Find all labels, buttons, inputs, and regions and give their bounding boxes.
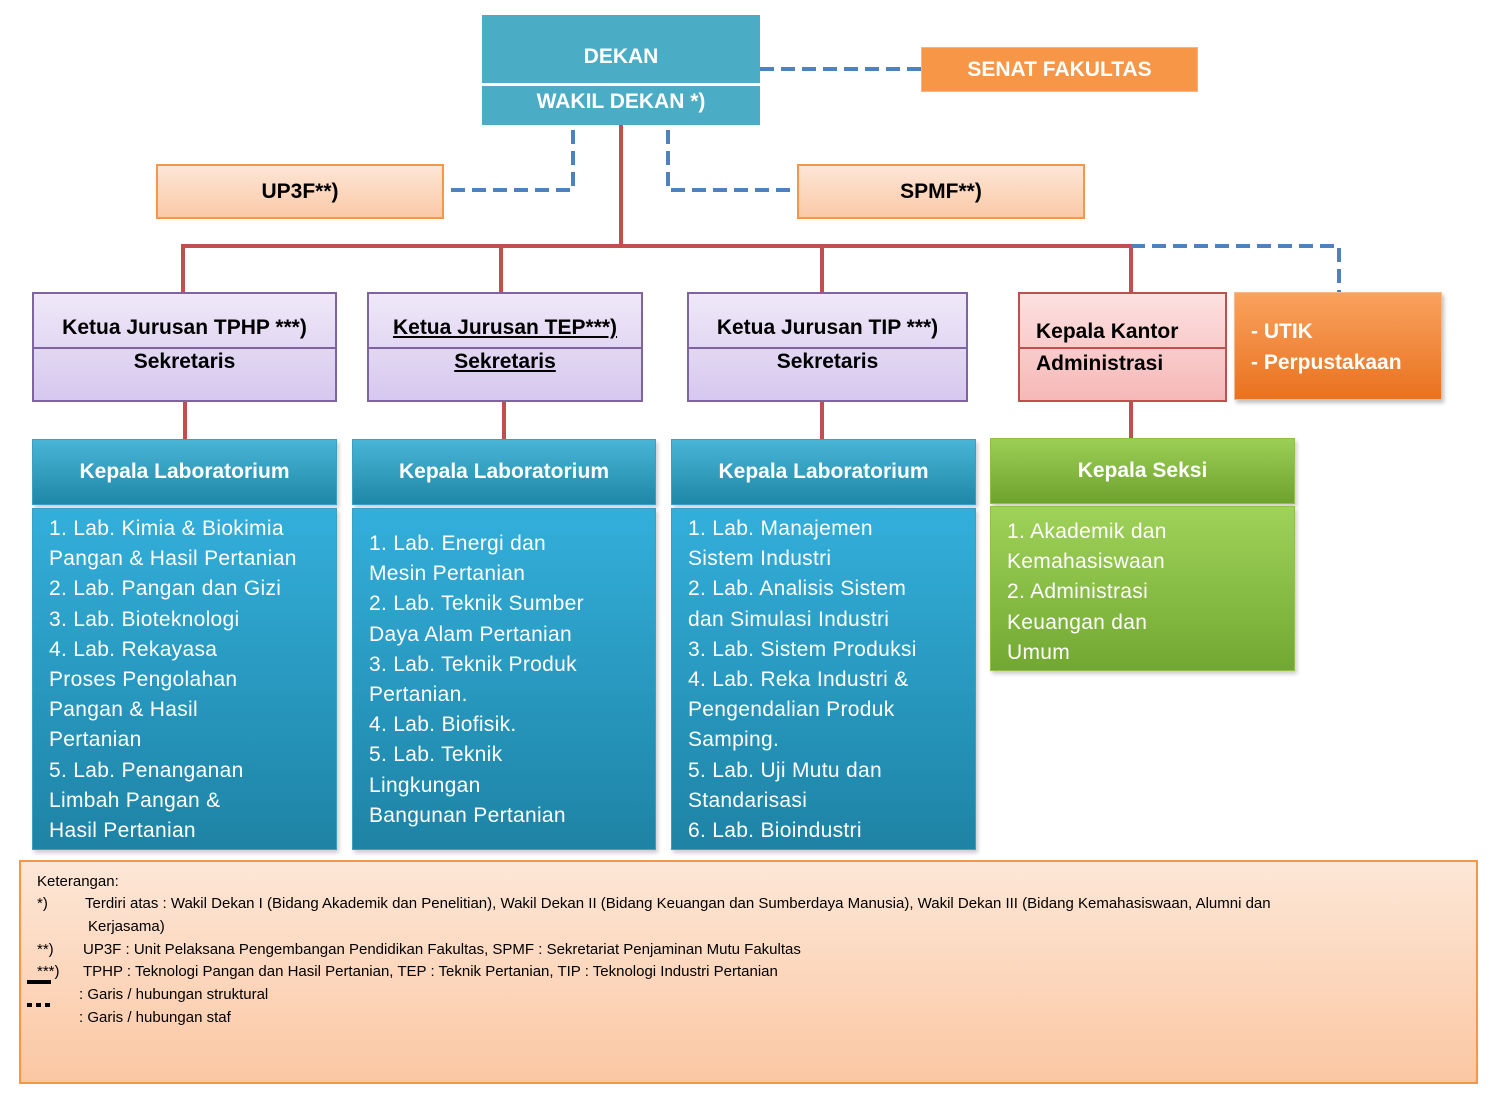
staff-lines: [444, 67, 1341, 292]
legend-line-samples: [27, 980, 51, 1007]
lab-items: 1. Lab. Manajemen Sistem Industri 2. Lab…: [688, 517, 917, 843]
kantor-line2: Administrasi: [1036, 352, 1164, 375]
jurusan-sub: Sekretaris: [776, 350, 879, 373]
jurusan-tphp-box: Ketua Jurusan TPHP ***) Sekretaris: [32, 292, 337, 402]
legend-marker-3: ***): [37, 963, 60, 980]
kantor-line1: Kepala Kantor: [1036, 320, 1179, 343]
wakil-dekan-label: WAKIL DEKAN *): [536, 90, 706, 113]
legend-text-5: : Garis / hubungan staf: [79, 1009, 231, 1026]
legend-text-1b: Kerjasama): [88, 918, 165, 935]
seksi-items: 1. Akademik dan Kemahasiswaan 2. Adminis…: [1007, 520, 1167, 664]
kepala-seksi-head: Kepala Seksi: [990, 438, 1295, 504]
legend-marker-1: *): [37, 895, 48, 912]
jurusan-title: Ketua Jurusan TPHP ***): [62, 316, 307, 339]
jurusan-sub: Sekretaris: [454, 350, 556, 373]
jurusan-divider: [34, 347, 335, 349]
spmf-box: SPMF**): [797, 164, 1085, 219]
lab-head-tip: Kepala Laboratorium: [671, 439, 976, 505]
up3f-box: UP3F**): [156, 164, 444, 219]
utik-perpustakaan-box: - UTIK - Perpustakaan: [1234, 292, 1442, 400]
legend-text-4: : Garis / hubungan struktural: [79, 986, 269, 1003]
legend-text-3: TPHP : Teknologi Pangan dan Hasil Pertan…: [83, 963, 778, 980]
dekan-box: DEKAN WAKIL DEKAN *): [482, 15, 760, 125]
kantor-divider: [1020, 347, 1225, 349]
legend-marker-2: **): [37, 941, 54, 958]
jurusan-sub: Sekretaris: [133, 350, 236, 373]
lab-head-tphp: Kepala Laboratorium: [32, 439, 337, 505]
jurusan-tip-box: Ketua Jurusan TIP ***) Sekretaris: [687, 292, 968, 402]
lab-items: 1. Lab. Kimia & Biokimia Pangan & Hasil …: [49, 517, 297, 843]
structural-lines: [181, 125, 1133, 439]
senat-fakultas-box: SENAT FAKULTAS: [921, 47, 1198, 92]
lab-list-tep: 1. Lab. Energi dan Mesin Pertanian 2. La…: [352, 508, 656, 850]
lab-items: 1. Lab. Energi dan Mesin Pertanian 2. La…: [369, 532, 584, 827]
lab-head-tep: Kepala Laboratorium: [352, 439, 656, 505]
dekan-divider: [482, 83, 760, 86]
legend-title: Keterangan:: [37, 873, 119, 890]
jurusan-title: Ketua Jurusan TIP ***): [716, 316, 939, 339]
jurusan-divider: [689, 347, 966, 349]
jurusan-tep-box: Ketua Jurusan TEP***) Sekretaris: [367, 292, 643, 402]
jurusan-title: Ketua Jurusan TEP***): [392, 316, 618, 339]
utik-label: - UTIK: [1251, 320, 1313, 343]
legend-text-1a: Terdiri atas : Wakil Dekan I (Bidang Aka…: [85, 895, 1271, 912]
jurusan-divider: [369, 347, 641, 349]
lab-list-tip: 1. Lab. Manajemen Sistem Industri 2. Lab…: [671, 508, 976, 850]
dekan-label: DEKAN: [583, 45, 659, 68]
kepala-kantor-box: Kepala Kantor Administrasi: [1018, 292, 1227, 402]
legend-box: Keterangan: *) Terdiri atas : Wakil Deka…: [19, 860, 1478, 1084]
lab-list-tphp: 1. Lab. Kimia & Biokimia Pangan & Hasil …: [32, 508, 337, 850]
legend-text-2: UP3F : Unit Pelaksana Pengembangan Pendi…: [83, 941, 801, 958]
kepala-seksi-list: 1. Akademik dan Kemahasiswaan 2. Adminis…: [990, 506, 1295, 671]
perpustakaan-label: - Perpustakaan: [1251, 351, 1402, 374]
